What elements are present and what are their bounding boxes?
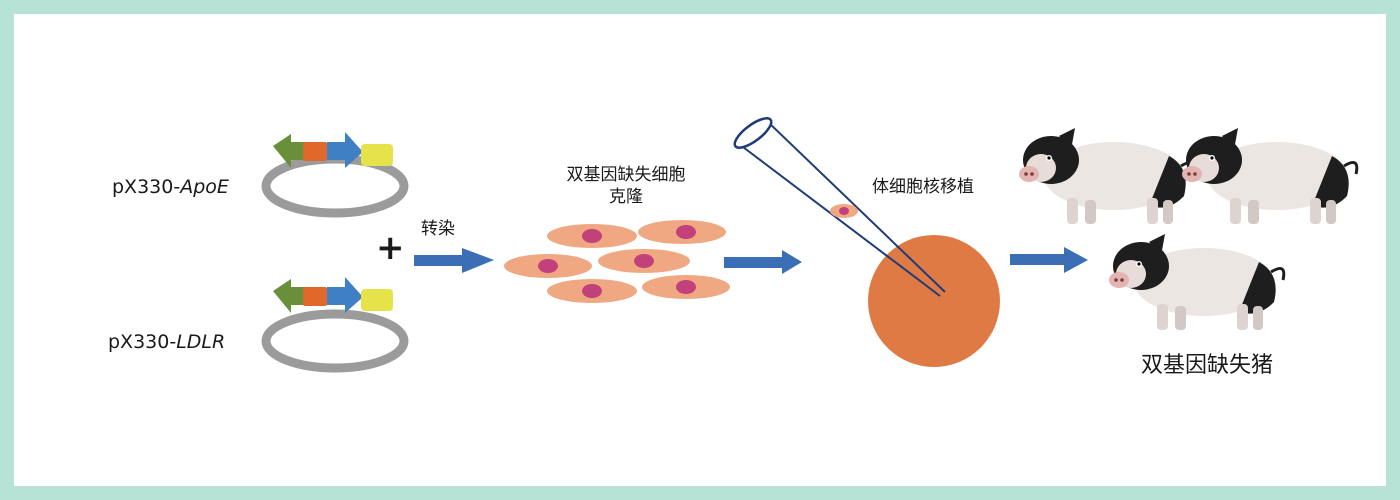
plus-sign: +	[376, 228, 405, 268]
oocyte-icon	[868, 235, 1000, 367]
pipette-icon	[733, 117, 946, 297]
result-label: 双基因缺失猪	[1141, 353, 1274, 378]
cell-clone-label-line1: 双基因缺失细胞	[566, 165, 686, 185]
cell-clone-label-line2: 克隆	[609, 187, 643, 207]
plasmid-label-ldlr: pX330-LDLR	[108, 331, 226, 353]
workflow-diagram	[261, 117, 1359, 373]
pig-icon	[1017, 126, 1196, 226]
pig-icon	[1107, 232, 1286, 332]
cell-clone-label: 双基因缺失细胞 克隆	[546, 164, 706, 208]
plasmid-icon	[261, 277, 409, 373]
cell-icon	[504, 220, 730, 303]
transfection-label: 转染	[421, 219, 455, 239]
arrow-icon	[1010, 247, 1088, 273]
diagram-frame: pX330-ApoE pX330-LDLR + 转染 双基因缺失细胞 克隆 体细…	[14, 14, 1386, 486]
arrow-icon	[724, 250, 802, 274]
nuclear-transfer-label: 体细胞核移植	[872, 177, 974, 197]
pig-icon	[1180, 126, 1359, 226]
plasmid-label-apoe: pX330-ApoE	[112, 176, 229, 198]
plasmid-icon	[261, 132, 409, 218]
arrow-icon	[414, 248, 494, 273]
